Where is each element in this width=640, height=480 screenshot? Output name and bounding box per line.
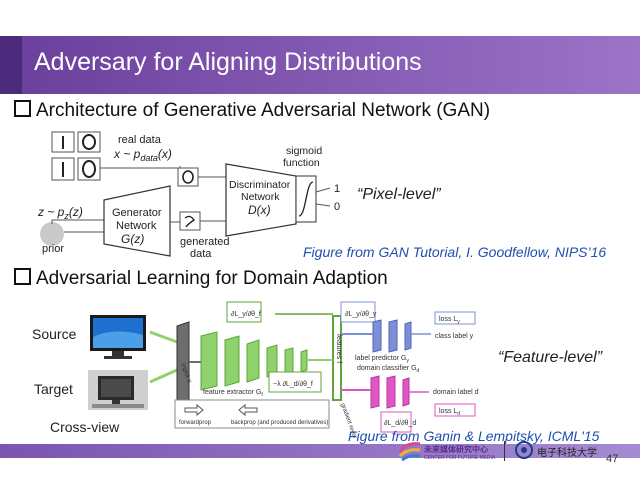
target-label: Target xyxy=(34,381,73,397)
sigmoid-curve-icon xyxy=(298,181,314,217)
real-data-formula: x ~ pdata(x) xyxy=(113,147,172,163)
generated-sample-tile xyxy=(179,211,201,231)
discriminator-network xyxy=(225,163,297,237)
crossview-label: Cross-view xyxy=(50,419,120,435)
grad-d-wrt-f: −λ ∂L_d/∂θ_f xyxy=(273,381,313,388)
page-number: 47 xyxy=(606,453,619,465)
title-bar: Adversary for Aligning Distributions xyxy=(0,36,640,94)
grad-d-wrt-d: ∂L_d/∂θ_d xyxy=(384,420,416,427)
class-label: class label y xyxy=(435,333,474,340)
generator-network xyxy=(103,185,171,257)
future-media-en: CENTER FOR FUTURE MEDIA xyxy=(424,455,496,461)
prior-label: prior xyxy=(42,243,64,255)
forward-arrow-icon xyxy=(184,403,204,417)
domain-classifier-blocks xyxy=(370,375,410,409)
pixel-level-quote: “Pixel-level” xyxy=(357,186,441,203)
feature-level-quote: “Feature-level” xyxy=(498,349,603,366)
section2-heading-row: Adversarial Learning for Domain Adaption xyxy=(14,268,388,290)
real-data-label: real data xyxy=(118,134,162,146)
target-monitor-image xyxy=(88,370,148,410)
sigmoid-line1: sigmoid xyxy=(286,145,322,157)
uestc-name-cn: 电子科技大学 xyxy=(537,448,597,459)
source-monitor-image xyxy=(90,315,146,359)
legend-box xyxy=(174,399,330,429)
domain-classifier-label: domain classifier Gd xyxy=(357,365,420,374)
grad-label-predictor-box xyxy=(340,301,376,323)
source-label: Source xyxy=(32,326,77,342)
noise-formula: z ~ pz(z) xyxy=(37,205,83,221)
future-media-cn: 未来媒体研究中心 xyxy=(424,445,488,454)
footer-divider xyxy=(504,441,505,461)
sigmoid-line2: function xyxy=(283,157,320,169)
generator-line1: Generator xyxy=(112,207,162,219)
grl-gradient-box xyxy=(268,371,322,393)
prior-dot xyxy=(40,222,64,246)
dann-diagram: input x features f ∂L_y/∂θ_f ∂L_y/∂θ_y l… xyxy=(149,301,479,438)
generator-line2: Network xyxy=(116,220,157,232)
discriminator-line1: Discriminator xyxy=(229,179,291,191)
domain-label: domain label d xyxy=(433,389,479,396)
output-0: 0 xyxy=(334,201,340,213)
real-data-digits xyxy=(51,131,101,181)
grad-y-wrt-f: ∂L_y/∂θ_f xyxy=(231,311,261,318)
gan-citation: Figure from GAN Tutorial, I. Goodfellow,… xyxy=(303,244,607,260)
grad-label-extractor-box xyxy=(226,301,262,323)
gan-diagram: real data x ~ pdata(x) z ~ pz(z) prior G… xyxy=(37,131,340,258)
discriminator-fn: D(x) xyxy=(248,203,271,217)
feature-extractor-label: feature extractor Gf xyxy=(203,389,263,398)
feature-extractor-blocks xyxy=(200,331,308,391)
bullet-square-icon xyxy=(14,268,31,285)
loss-d-box xyxy=(434,403,476,417)
loss-d: loss Ld xyxy=(439,408,460,417)
label-predictor-blocks xyxy=(372,319,412,353)
generated-line1: generated xyxy=(180,236,230,248)
label-predictor-label: label predictor Gy xyxy=(355,355,409,364)
slide-title: Adversary for Aligning Distributions xyxy=(34,48,422,76)
generator-fn: G(z) xyxy=(121,232,144,246)
section1-heading: Architecture of Generative Adversarial N… xyxy=(36,100,491,121)
grad-y-wrt-y: ∂L_y/∂θ_y xyxy=(345,311,377,318)
section2-heading: Adversarial Learning for Domain Adaption xyxy=(36,268,388,289)
dann-citation: Figure from Ganin & Lempitsky, ICML'15 xyxy=(348,428,600,444)
features-label: features f xyxy=(335,334,342,363)
forwardprop-label: forwardprop xyxy=(179,420,212,426)
generated-line2: data xyxy=(190,248,212,258)
section1-heading-row: Architecture of Generative Adversarial N… xyxy=(14,100,490,122)
uestc-emblem-icon xyxy=(515,441,533,459)
backward-arrow-icon xyxy=(238,403,258,417)
footer-bar xyxy=(0,444,640,458)
loss-y-box xyxy=(434,311,476,325)
discriminator-line2: Network xyxy=(241,191,280,203)
features-bar xyxy=(332,315,342,401)
future-media-logo-icon xyxy=(398,442,421,462)
source-arrow-icon xyxy=(149,330,178,344)
title-accent xyxy=(0,36,22,94)
backprop-label: backprop (and produced derivatives) xyxy=(231,420,328,426)
bullet-square-icon xyxy=(14,100,31,117)
target-arrow-icon xyxy=(149,368,178,384)
loss-y: loss Ly xyxy=(439,316,460,325)
output-1: 1 xyxy=(334,183,340,195)
grad-domain-box xyxy=(380,411,412,433)
